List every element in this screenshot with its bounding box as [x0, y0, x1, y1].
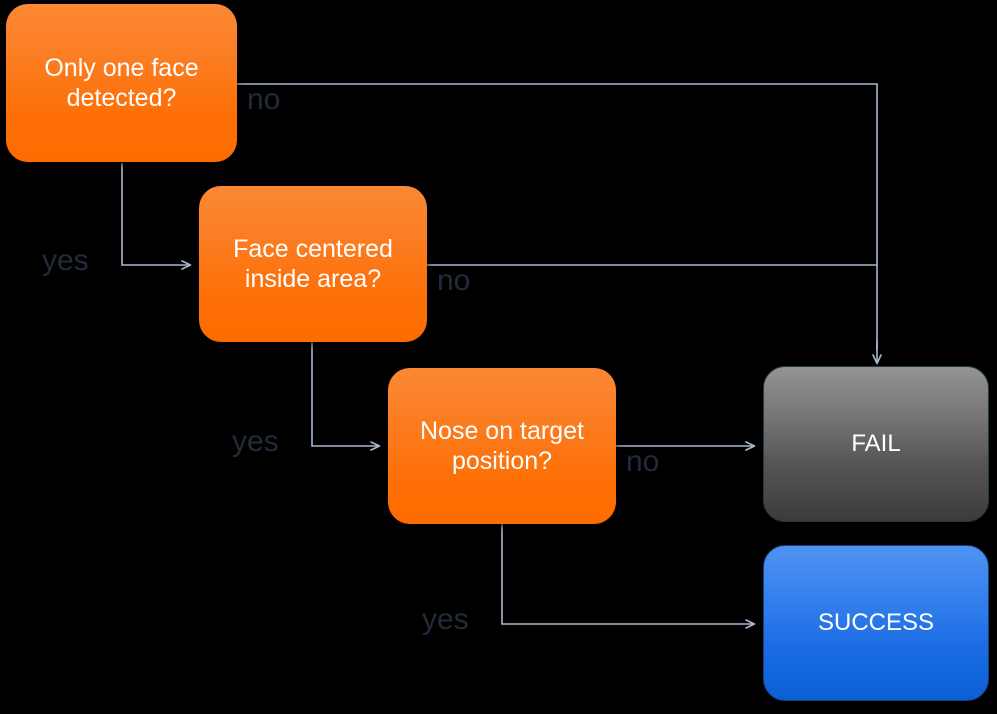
edge-yes-only-one-face	[121, 163, 192, 270]
node-nose-on-target-position[interactable]: Nose on target position?	[388, 368, 616, 524]
node-label: Only one face detected?	[44, 53, 199, 113]
edge-yes-nose-on-target	[501, 524, 756, 629]
edge-label-no-only-one-face: no	[247, 83, 281, 116]
node-label: Nose on target position?	[420, 416, 584, 476]
node-success[interactable]: SUCCESS	[763, 545, 989, 701]
edge-yes-face-centered	[311, 342, 381, 451]
edge-label-yes-nose-on-target: yes	[422, 603, 469, 636]
edge-label-no-face-centered: no	[437, 264, 471, 297]
node-label: Face centered inside area?	[233, 234, 393, 294]
node-label: SUCCESS	[817, 609, 935, 637]
node-fail[interactable]: FAIL	[763, 366, 989, 522]
node-face-centered-inside-area[interactable]: Face centered inside area?	[199, 186, 427, 342]
node-label: FAIL	[851, 430, 901, 458]
edge-label-yes-face-centered: yes	[232, 425, 279, 458]
edge-label-yes-only-one-face: yes	[42, 244, 89, 277]
edge-label-no-nose-on-target: no	[626, 445, 660, 478]
node-only-one-face-detected[interactable]: Only one face detected?	[6, 4, 237, 162]
